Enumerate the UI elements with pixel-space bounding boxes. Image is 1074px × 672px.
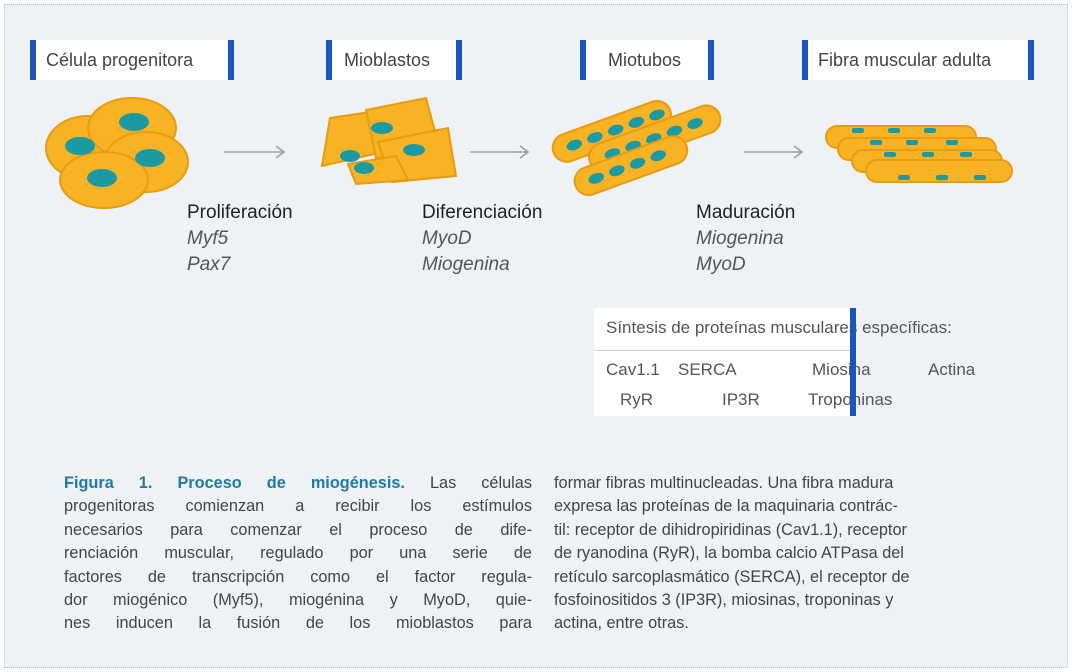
figure-caption-col2: formar fibras multinucleadas. Una fibra … <box>554 474 910 633</box>
stage-label-progenitor: Célula progenitora <box>30 40 234 80</box>
myoblast-cells <box>320 96 458 186</box>
protein-synthesis-box: Síntesis de proteínas musculares específ… <box>594 308 975 416</box>
gene-name: Miogenina <box>696 228 784 249</box>
protein-item: SERCA <box>678 360 737 379</box>
protein-item: IP3R <box>722 390 760 409</box>
gene-name: Miogenina <box>422 254 510 275</box>
gene-name: Pax7 <box>187 254 231 275</box>
caption-title: Figura 1. Proceso de miogénesis. <box>64 474 405 492</box>
stage-label-myotubes: Miotubos <box>580 40 714 80</box>
gene-name: Myf5 <box>187 228 229 249</box>
transition-maturation: Maduración Miogenina MyoD <box>696 200 795 278</box>
figure-panel <box>4 4 1068 668</box>
process-name: Diferenciación <box>422 202 543 223</box>
transition-differentiation: Diferenciación MyoD Miogenina <box>422 200 542 278</box>
protein-item: Actina <box>928 360 976 379</box>
stage-label-adult-fiber: Fibra muscular adulta <box>802 40 1034 80</box>
process-name: Maduración <box>696 202 796 223</box>
figure-caption-col1: Figura 1. Proceso de miogénesis. Las cél… <box>64 474 532 633</box>
gene-name: MyoD <box>696 254 746 275</box>
myoblast-nuclei <box>340 122 425 174</box>
progenitor-cells <box>45 97 189 209</box>
stage-label-myoblasts: Mioblastos <box>326 40 462 80</box>
protein-item: RyR <box>620 390 654 409</box>
myotubes <box>551 99 722 197</box>
progenitor-nuclei <box>65 113 165 187</box>
stage-arrows <box>224 145 804 159</box>
protein-item: Miosina <box>812 360 871 379</box>
protein-item: Cav1.1 <box>606 360 660 379</box>
synthesis-heading: Síntesis de proteínas musculares específ… <box>606 318 952 337</box>
gene-name: MyoD <box>422 228 472 249</box>
adult-fibers <box>825 125 1013 183</box>
process-name: Proliferación <box>187 202 293 223</box>
transition-proliferation: Proliferación Myf5 Pax7 <box>187 200 293 278</box>
